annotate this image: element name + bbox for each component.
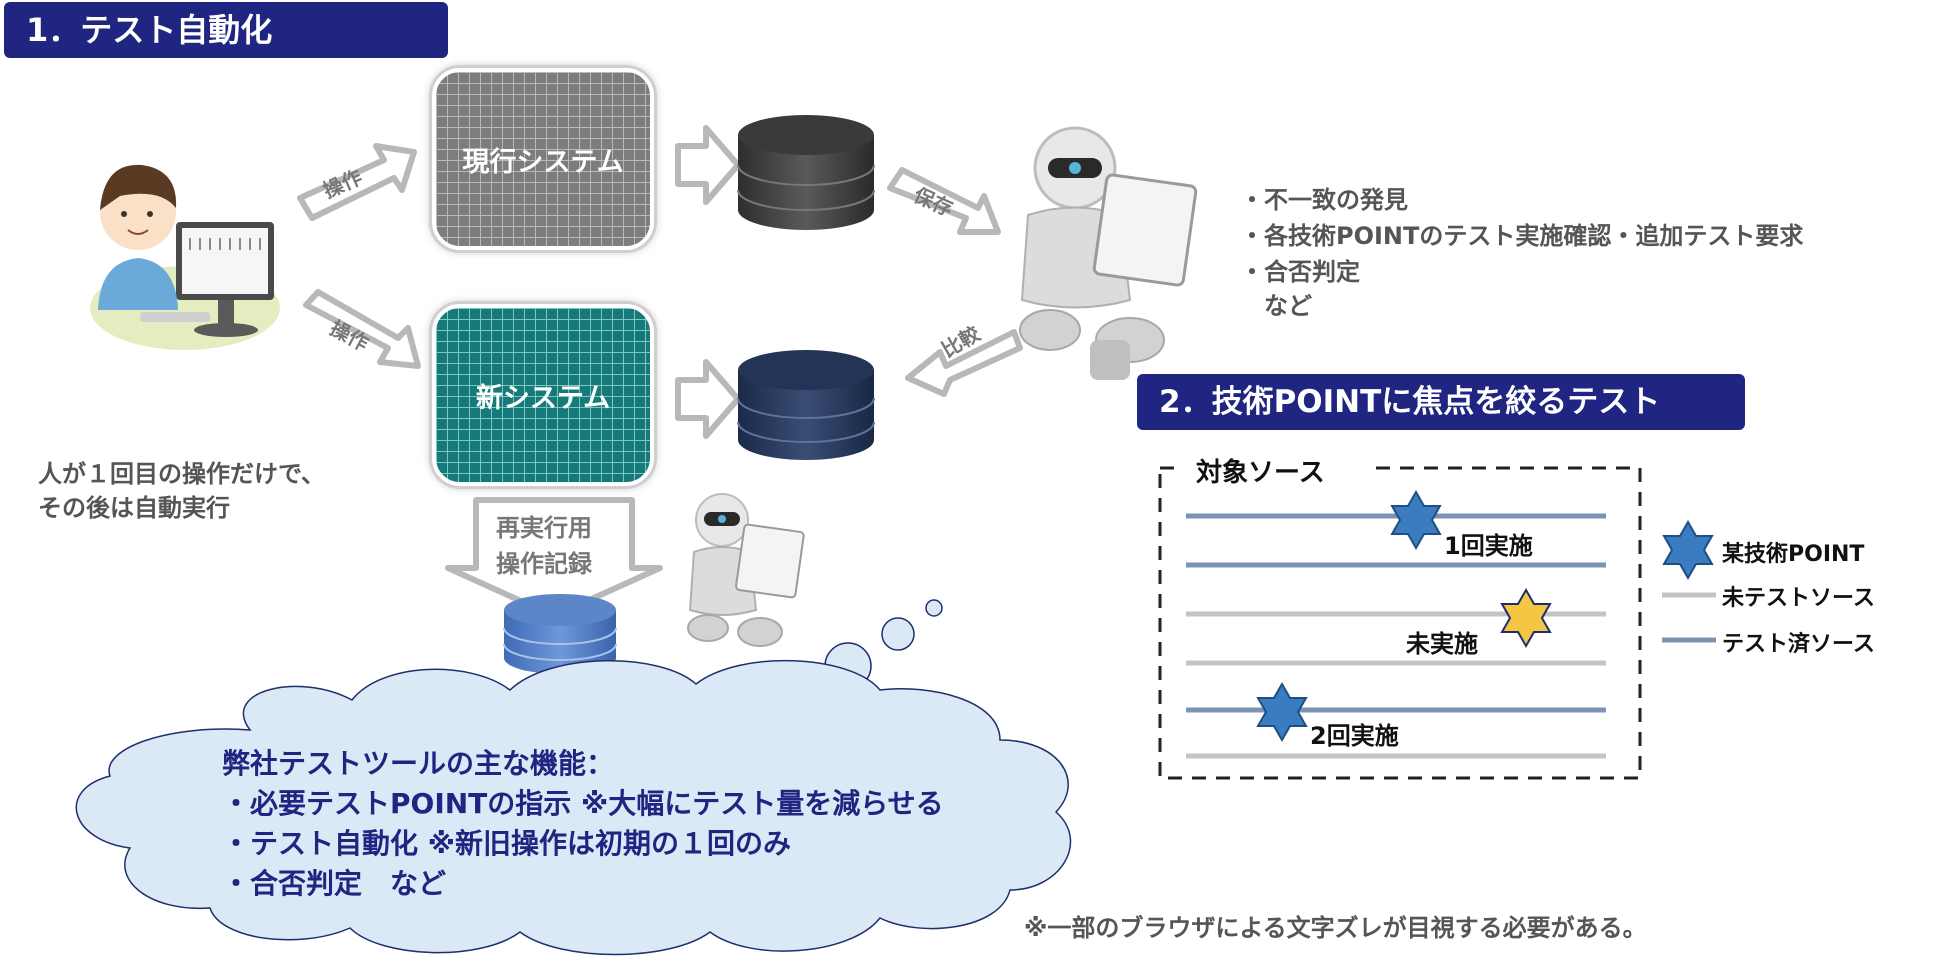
save-arrow: [887, 167, 1001, 235]
new-system-box: 新システム: [432, 304, 654, 486]
robot-task-1: ・不一致の発見: [1240, 186, 1408, 214]
robot-small-illustration: [687, 493, 805, 647]
legend-untested-label: 未テストソース: [1722, 586, 1875, 611]
operate-arrow-top: [297, 143, 417, 221]
star-tested-once: [1390, 489, 1442, 551]
target-source-label: 対象ソース: [1196, 458, 1325, 488]
new-system-label: 新システム: [475, 382, 611, 414]
robot-large-illustration: [1019, 126, 1198, 380]
compare-arrow: [905, 329, 1023, 397]
mark-tested-twice-label: 2回実施: [1310, 722, 1399, 750]
robot-task-4: など: [1240, 292, 1312, 320]
db-new: [737, 350, 875, 460]
legend: [1662, 519, 1716, 643]
current-system-box: 現行システム: [432, 68, 654, 250]
operator-illustration: [90, 164, 280, 350]
human-caption-line2: その後は自動実行: [38, 494, 230, 522]
legend-tested-label: テスト済ソース: [1722, 632, 1875, 657]
section1-title: 1．テスト自動化: [4, 2, 448, 58]
target-source-box: [1158, 450, 1642, 780]
robot-task-2: ・各技術POINTのテスト実施確認・追加テスト要求: [1240, 222, 1804, 250]
cloud-line-2: ・必要テストPOINTの指示 ※大幅にテスト量を減らせる: [222, 787, 944, 820]
cloud-line-1: 弊社テストツールの主な機能：: [222, 747, 615, 780]
section2-title: 2．技術POINTに焦点を絞るテスト: [1137, 374, 1745, 430]
arrow-to-db-current: [675, 125, 741, 205]
db-record: [503, 594, 617, 674]
mark-tested-once-label: 1回実施: [1444, 532, 1533, 560]
footnote: ※一部のブラウザによる文字ズレが目視する必要がある。: [1024, 914, 1647, 942]
human-caption-line1: 人が１回目の操作だけで、: [38, 460, 326, 488]
cloud-line-3: ・テスト自動化 ※新旧操作は初期の１回のみ: [222, 827, 791, 860]
thought-cloud: [75, 599, 1072, 956]
arrow-to-db-new: [675, 359, 741, 439]
star-tested-twice: [1256, 681, 1308, 743]
legend-star-icon: [1662, 519, 1714, 581]
cloud-line-4: ・合否判定 など: [222, 867, 447, 900]
mark-untested-label: 未実施: [1406, 630, 1478, 658]
record-down-arrow: [445, 497, 663, 619]
operate-arrow-bottom: [303, 289, 421, 369]
db-current: [737, 115, 875, 230]
legend-point-label: 某技術POINT: [1722, 542, 1865, 567]
current-system-label: 現行システム: [462, 146, 624, 178]
record-label-line2: 操作記録: [496, 550, 592, 578]
robot-task-3: ・合否判定: [1240, 258, 1360, 286]
record-label-line1: 再実行用: [496, 514, 592, 542]
star-untested: [1500, 587, 1552, 649]
